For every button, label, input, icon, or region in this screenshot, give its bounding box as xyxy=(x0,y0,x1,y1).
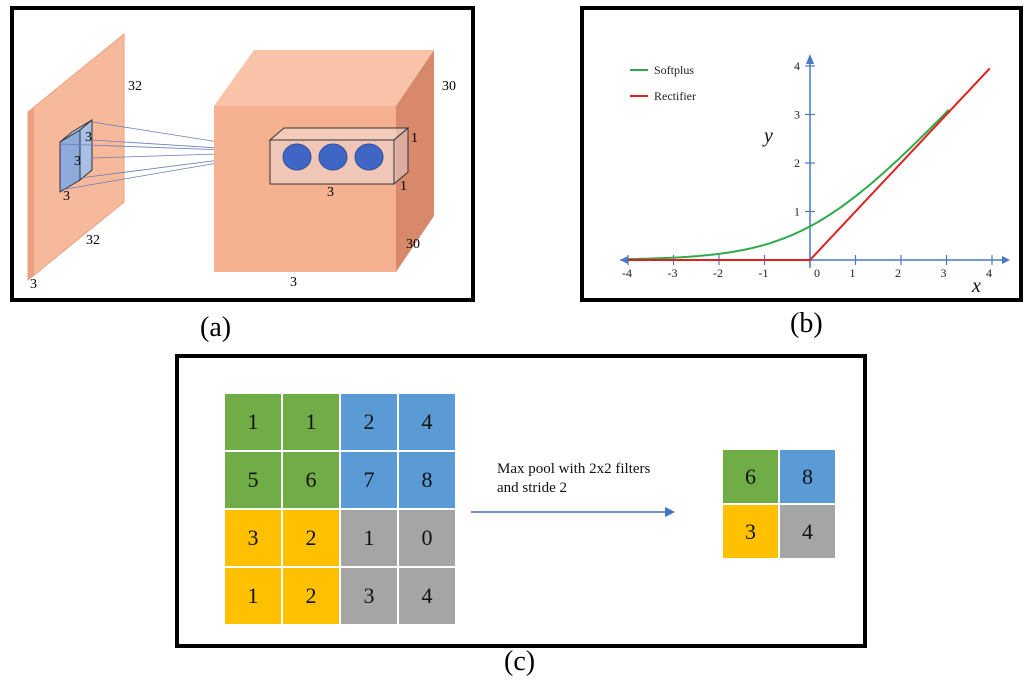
legend-label: Rectifier xyxy=(654,89,696,103)
input-cell: 7 xyxy=(341,452,397,508)
x-tick-label: -4 xyxy=(622,266,632,280)
x-tick-label: 1 xyxy=(850,266,856,280)
cube-top xyxy=(214,50,434,106)
y-tick-label: 1 xyxy=(794,205,800,219)
cube-depth-label: 30 xyxy=(406,237,420,252)
input-cell: 4 xyxy=(399,394,455,450)
x-tick-label: 2 xyxy=(895,266,901,280)
input-slab-edge xyxy=(28,108,34,280)
legend-label: Softplus xyxy=(654,63,694,77)
input-cell: 6 xyxy=(283,452,339,508)
y-axis-label: y xyxy=(762,125,773,147)
output-box-top xyxy=(268,127,410,141)
output-cell: 3 xyxy=(723,505,778,558)
x-tick-label: 4 xyxy=(986,266,992,280)
output-cell: 6 xyxy=(723,450,778,503)
caption-a: (a) xyxy=(200,312,232,343)
input-cell: 1 xyxy=(225,568,281,624)
y-axis-arrow-up xyxy=(806,54,814,64)
output-neuron-circle xyxy=(354,143,384,171)
input-cell: 1 xyxy=(341,510,397,566)
pool-arrow-head xyxy=(665,507,675,517)
output-box-side xyxy=(393,126,409,186)
cube-front-label: 3 xyxy=(290,275,297,290)
input-cell: 3 xyxy=(341,568,397,624)
conv-diagram-svg: 32 32 3 3 3 3 30 30 3 1 1 3 xyxy=(27,32,456,292)
y-tick-label: 2 xyxy=(794,156,800,170)
input-cell: 4 xyxy=(399,568,455,624)
x-tick-label: 0 xyxy=(814,266,820,280)
kernel-side xyxy=(79,118,93,182)
kernel-label-top: 3 xyxy=(85,130,92,145)
x-axis-arrow-right xyxy=(1002,256,1010,264)
output-neuron-circle xyxy=(282,143,312,171)
input-cell: 1 xyxy=(225,394,281,450)
y-tick-label: 4 xyxy=(794,59,800,73)
input-cell: 5 xyxy=(225,452,281,508)
x-tick-label: -3 xyxy=(668,266,678,280)
caption-c: (c) xyxy=(504,646,536,677)
cube-side xyxy=(396,50,434,272)
max-pool-label: Max pool with 2x2 filters and stride 2 xyxy=(497,460,650,498)
input-cell: 8 xyxy=(399,452,455,508)
slab-front-label: 3 xyxy=(30,277,37,292)
x-tick-label: -2 xyxy=(713,266,723,280)
input-cell: 0 xyxy=(399,510,455,566)
max-pool-label-line2: and stride 2 xyxy=(497,480,567,496)
x-tick-label: 3 xyxy=(941,266,947,280)
kernel-label-mid: 3 xyxy=(74,154,81,169)
input-cell: 3 xyxy=(225,510,281,566)
input-cell: 2 xyxy=(283,510,339,566)
input-cell: 2 xyxy=(283,568,339,624)
kernel-label-bottom: 3 xyxy=(63,189,70,204)
series-line-softplus xyxy=(628,109,950,261)
cube-side-label: 30 xyxy=(442,79,456,94)
series-line-rectifier xyxy=(628,67,991,261)
panel-a-conv-diagram: 32 32 3 3 3 3 30 30 3 1 1 3 xyxy=(10,6,475,302)
x-tick-label: -1 xyxy=(759,266,769,280)
slab-side-label: 32 xyxy=(128,79,142,94)
input-cell: 1 xyxy=(283,394,339,450)
output-cell: 4 xyxy=(780,505,835,558)
y-tick-label: 3 xyxy=(794,108,800,122)
pool-arrow-svg xyxy=(471,507,675,517)
caption-b: (b) xyxy=(790,308,823,339)
output-box-label-bottom: 3 xyxy=(327,185,334,200)
x-axis-label: x xyxy=(971,275,981,297)
output-cell: 8 xyxy=(780,450,835,503)
slab-depth-label: 32 xyxy=(86,233,100,248)
output-box-label-right-top: 1 xyxy=(411,131,418,146)
input-cell: 2 xyxy=(341,394,397,450)
x-axis-arrow-left xyxy=(620,256,628,264)
output-neuron-circle xyxy=(318,143,348,171)
output-box-label-right-bottom: 1 xyxy=(400,179,407,194)
max-pool-label-line1: Max pool with 2x2 filters xyxy=(497,461,651,477)
